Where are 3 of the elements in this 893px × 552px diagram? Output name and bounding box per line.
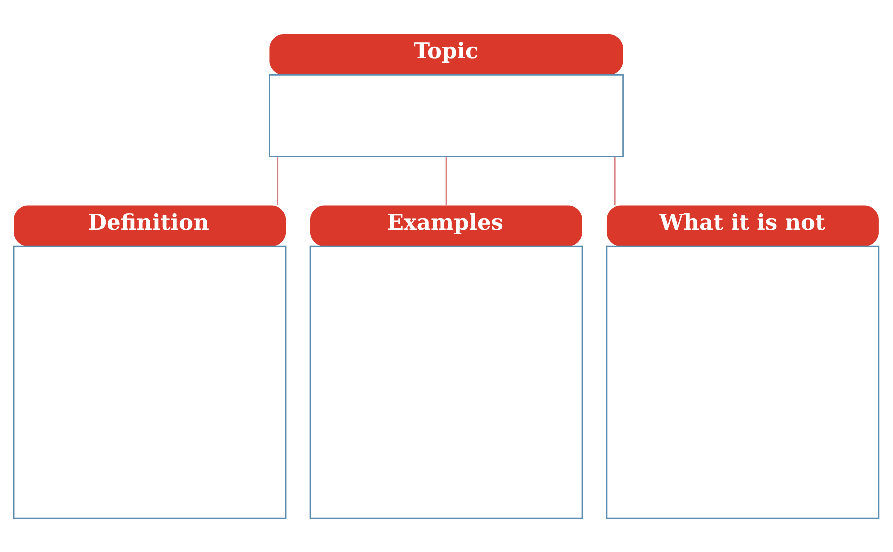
- connector: [614, 156, 616, 206]
- connector: [446, 156, 448, 206]
- connector: [277, 156, 279, 206]
